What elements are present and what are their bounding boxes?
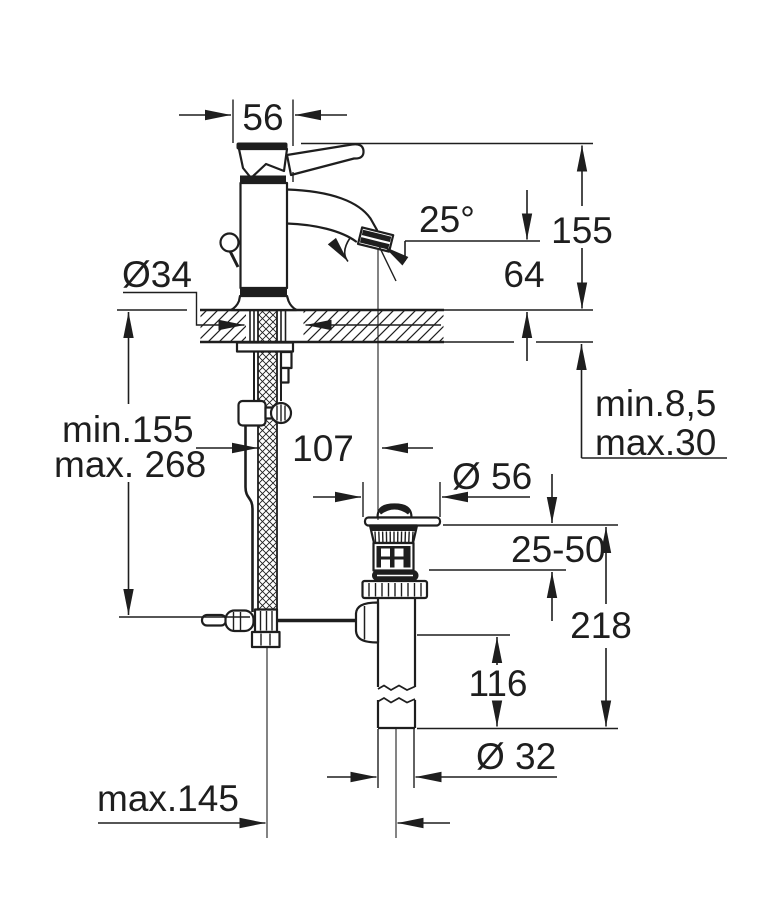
dim-spout-projection: 107 [292, 428, 354, 469]
rod-clamp [237, 399, 267, 427]
mounting-stud [279, 350, 293, 370]
pop-up-linkage [200, 608, 362, 838]
rod-clevis [224, 609, 255, 633]
dim-spout-width: 56 [242, 97, 283, 138]
dim-waste-height: 218 [570, 605, 632, 646]
dim-hose-max: max. 268 [54, 444, 206, 485]
lever-handle [285, 143, 365, 177]
dim-hole-diameter: Ø34 [122, 254, 192, 295]
pipe-break-upper [377, 684, 416, 691]
deck-hatch-left [200, 311, 246, 341]
dim-deck-max: max.30 [595, 422, 716, 463]
pull-rod-knob [219, 232, 240, 253]
dim-total-height: 155 [551, 210, 613, 251]
dimensions: 56 155 25° 64 Ø34 min.155 max. 268 min.8… [54, 97, 727, 829]
spout-aerator [356, 226, 395, 253]
locknut-ribs [368, 583, 422, 597]
dim-waste-flange-diameter: Ø 56 [452, 456, 532, 497]
cartridge-cap [236, 142, 288, 150]
spout-outer-curve [285, 188, 379, 232]
washer-plate [235, 341, 295, 353]
base-seam [240, 288, 287, 296]
escutcheon [229, 294, 298, 312]
spout-inner-curve [285, 222, 358, 243]
dim-rod-reach: max.145 [97, 778, 239, 819]
dim-tailpipe-length: 116 [469, 663, 528, 704]
flex-hose [258, 311, 277, 611]
body-column [239, 181, 289, 290]
pop-up-rod [244, 425, 254, 612]
hose-nut [250, 630, 281, 649]
dim-hose-min: min.155 [62, 409, 194, 450]
dim-spout-angle: 25° [419, 199, 475, 240]
pipe-break-lower [377, 697, 416, 704]
cartridge [237, 147, 289, 180]
faucet-body [219, 142, 395, 612]
skirt-ribs [374, 531, 414, 543]
dim-waste-clamp-range: 25-50 [511, 529, 606, 570]
waste-flange [363, 516, 442, 527]
deck-hatch-right [303, 311, 444, 341]
head-seam [240, 175, 286, 183]
rod-tee-coupling [354, 601, 380, 644]
dim-outlet-height: 64 [503, 254, 544, 295]
dim-deck-min: min.8,5 [595, 383, 716, 424]
pop-up-waste [354, 503, 442, 838]
dim-tailpipe-diameter: Ø 32 [476, 736, 556, 777]
